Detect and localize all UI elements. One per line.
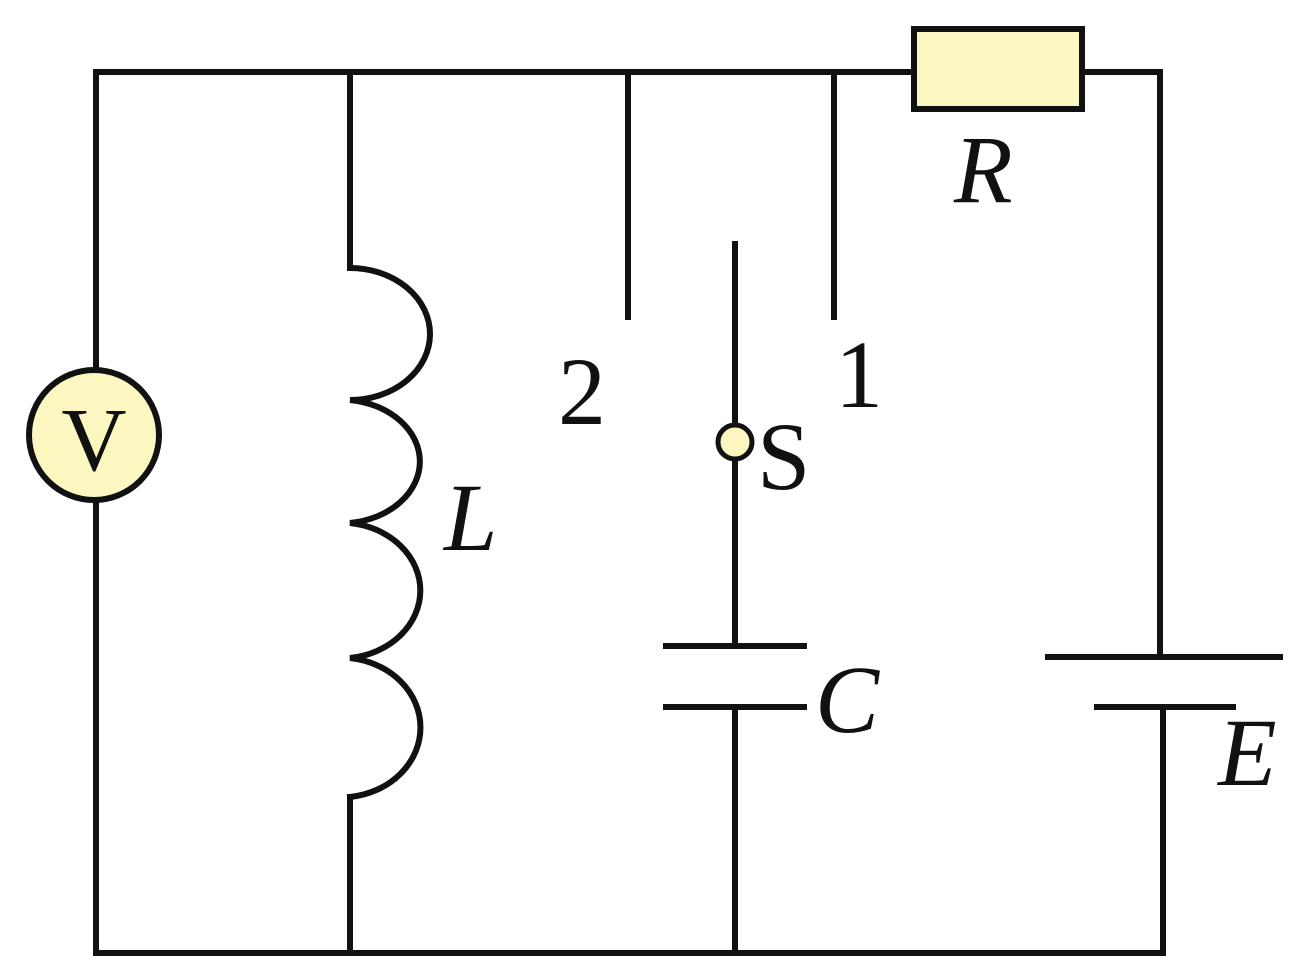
switch-label: S xyxy=(757,403,810,510)
voltmeter-body xyxy=(26,367,162,503)
battery: E xyxy=(1045,654,1283,806)
switch: S 1 2 xyxy=(558,321,883,510)
capacitor: C xyxy=(663,643,880,753)
voltmeter: V xyxy=(26,367,162,503)
switch-terminal-2-label: 2 xyxy=(558,338,606,445)
voltmeter-symbol: V xyxy=(62,391,127,490)
resistor: R xyxy=(911,26,1085,223)
capacitor-label: C xyxy=(815,646,880,753)
inductor-coil xyxy=(346,264,433,801)
wires xyxy=(93,69,1166,956)
resistor-body xyxy=(911,26,1085,112)
battery-label: E xyxy=(1216,699,1277,806)
switch-pivot xyxy=(715,422,755,462)
switch-terminal-1-label: 1 xyxy=(835,321,883,428)
inductor: L xyxy=(346,264,497,801)
resistor-label: R xyxy=(953,116,1013,223)
inductor-label: L xyxy=(442,464,497,571)
